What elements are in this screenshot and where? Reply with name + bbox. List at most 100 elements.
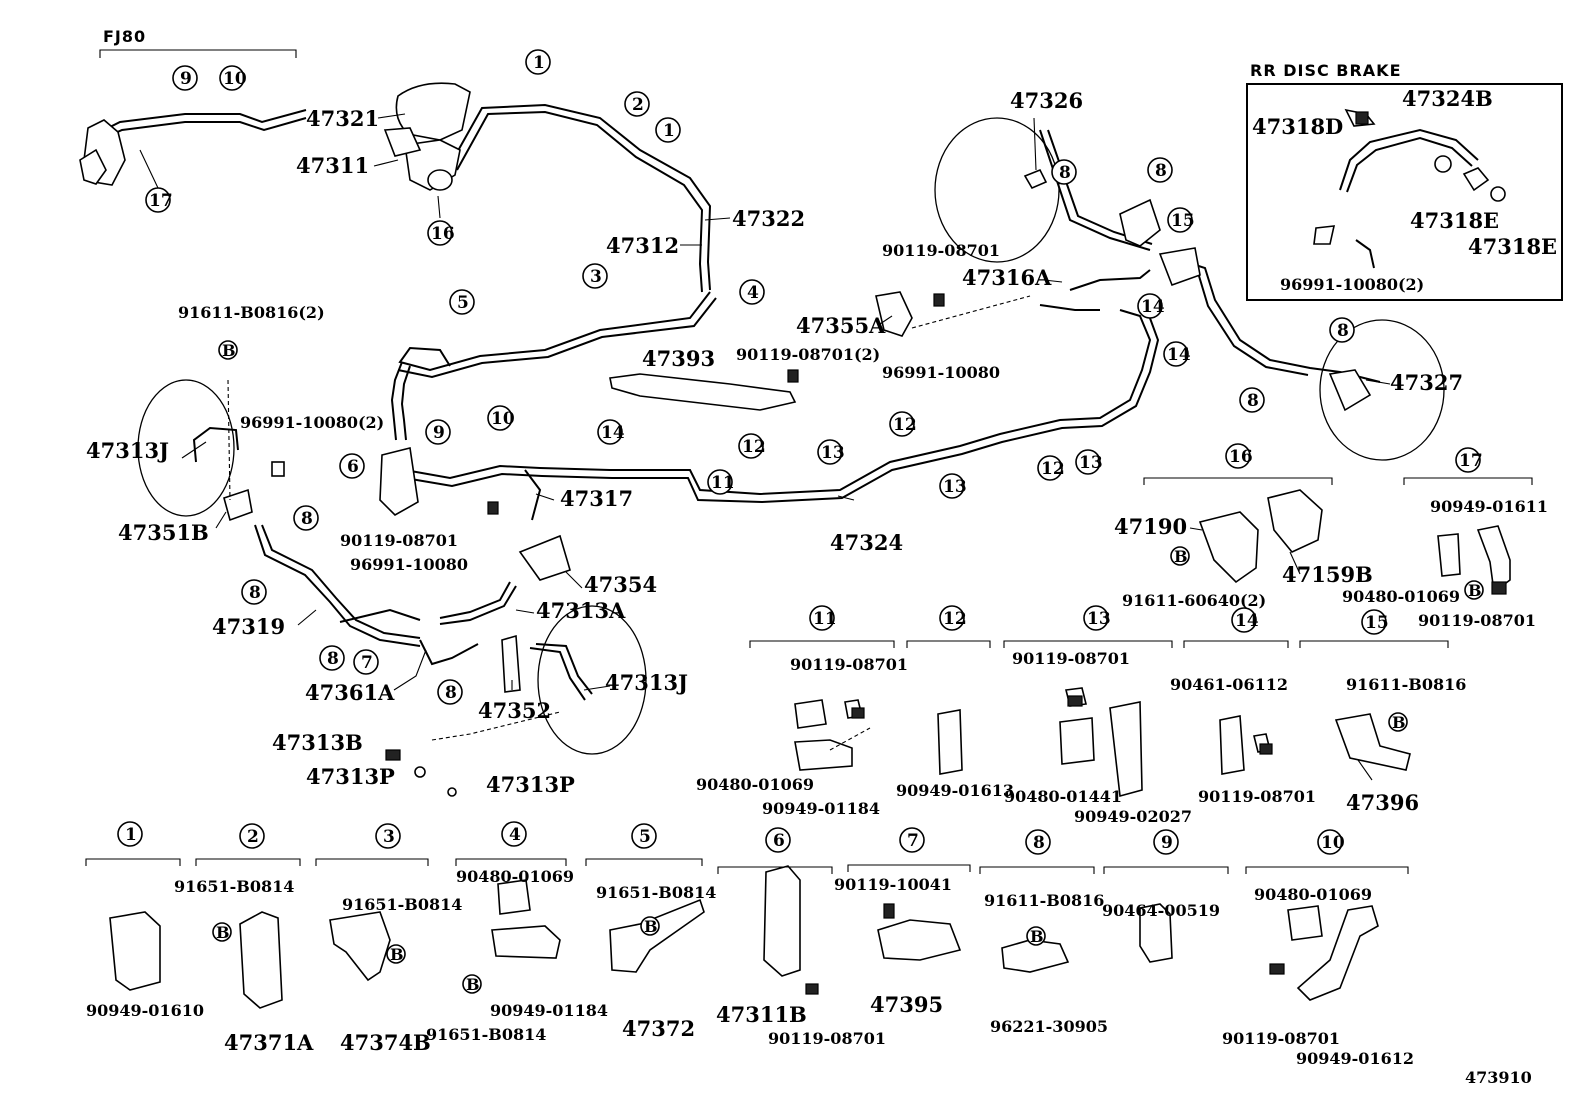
svg-text:6: 6 (773, 831, 785, 851)
svg-text:47371A: 47371A (224, 1030, 314, 1055)
svg-text:90949-01611: 90949-01611 (1430, 497, 1548, 516)
svg-text:5: 5 (639, 827, 651, 847)
svg-text:14: 14 (1235, 611, 1259, 631)
svg-text:47311B: 47311B (716, 1002, 807, 1027)
svg-text:47324: 47324 (830, 530, 903, 555)
svg-text:47313J: 47313J (605, 670, 688, 695)
svg-text:90480-01441: 90480-01441 (1004, 787, 1122, 806)
clamp-group-14 (1219, 715, 1271, 775)
svg-text:12: 12 (1041, 459, 1065, 479)
svg-text:1: 1 (533, 53, 545, 73)
svg-text:90480-01069: 90480-01069 (696, 775, 814, 794)
bracket-47354 (518, 534, 571, 581)
svg-text:90480-01069: 90480-01069 (456, 867, 574, 886)
clamp-4 (491, 879, 561, 959)
svg-text:47319: 47319 (212, 614, 285, 639)
svg-text:91611-B0816: 91611-B0816 (1346, 675, 1466, 694)
svg-text:47313A: 47313A (536, 598, 626, 623)
rr-disc-brake-frame (1246, 83, 1563, 301)
svg-text:90480-01069: 90480-01069 (1342, 587, 1460, 606)
svg-text:4: 4 (747, 283, 759, 303)
svg-text:90949-01612: 90949-01612 (1296, 1049, 1414, 1068)
svg-text:12: 12 (742, 437, 766, 457)
svg-text:47313P: 47313P (306, 764, 395, 789)
svg-text:90119-08701: 90119-08701 (1418, 611, 1536, 630)
rear-right-wheel-outline (1319, 319, 1445, 461)
svg-text:47190: 47190 (1114, 514, 1187, 539)
svg-text:8: 8 (1059, 163, 1071, 183)
svg-text:47395: 47395 (870, 992, 943, 1017)
svg-text:12: 12 (943, 609, 967, 629)
svg-text:96991-10080: 96991-10080 (882, 363, 1000, 382)
svg-text:47313B: 47313B (272, 730, 363, 755)
svg-text:47316A: 47316A (962, 265, 1052, 290)
clamp-9 (1139, 903, 1173, 963)
svg-text:8: 8 (1155, 161, 1167, 181)
svg-text:47321: 47321 (306, 106, 379, 131)
svg-text:10: 10 (491, 409, 515, 429)
svg-text:96991-10080(2): 96991-10080(2) (1280, 275, 1424, 294)
svg-text:90119-08701: 90119-08701 (790, 655, 908, 674)
bracket-47327 (1328, 369, 1372, 412)
svg-text:90119-08701: 90119-08701 (1222, 1029, 1340, 1048)
svg-text:91651-B0814: 91651-B0814 (426, 1025, 546, 1044)
bolt-b-mark (1170, 546, 1190, 566)
svg-text:B: B (466, 975, 480, 994)
svg-text:B: B (1468, 581, 1482, 600)
svg-text:17: 17 (149, 191, 173, 211)
bolt-b-mark (462, 974, 482, 994)
reference-code: 473910 (1465, 1068, 1532, 1087)
clamp-17-cushion (1437, 533, 1461, 577)
svg-text:90480-01069: 90480-01069 (1254, 885, 1372, 904)
valve-47190 (1198, 511, 1259, 584)
svg-text:47374B: 47374B (340, 1030, 431, 1055)
svg-text:13: 13 (821, 443, 845, 463)
bolts (385, 111, 1507, 995)
svg-text:90119-08701: 90119-08701 (768, 1029, 886, 1048)
svg-text:B: B (1174, 547, 1188, 566)
part-number-labels: 47321 47311 47322 47312 47393 47326 4731… (86, 86, 1557, 1055)
svg-text:14: 14 (1167, 345, 1191, 365)
svg-text:7: 7 (361, 653, 373, 673)
svg-text:90119-08701: 90119-08701 (882, 241, 1000, 260)
svg-text:10: 10 (223, 69, 247, 89)
hose-47313J-left (192, 426, 239, 463)
svg-text:8: 8 (445, 683, 457, 703)
small-part-number-labels: 91611-B0816(2) 96991-10080(2) 90119-0870… (86, 241, 1548, 1068)
svg-text:B: B (216, 923, 230, 942)
svg-text:12: 12 (893, 415, 917, 435)
svg-text:90461-06112: 90461-06112 (1170, 675, 1288, 694)
bracket-47351B (223, 488, 253, 522)
svg-text:3: 3 (383, 827, 395, 847)
svg-text:47318E: 47318E (1410, 208, 1499, 233)
svg-text:8: 8 (327, 649, 339, 669)
svg-text:8: 8 (249, 583, 261, 603)
shield-47393 (609, 373, 797, 411)
svg-text:47352: 47352 (478, 698, 551, 723)
svg-text:13: 13 (1079, 453, 1103, 473)
clamp-1 (109, 911, 161, 991)
svg-text:11: 11 (813, 609, 837, 629)
svg-text:47354: 47354 (584, 572, 657, 597)
svg-text:47313J: 47313J (86, 438, 169, 463)
svg-text:91651-B0814: 91651-B0814 (342, 895, 462, 914)
clamp-47311B (763, 865, 801, 977)
svg-text:47317: 47317 (560, 486, 633, 511)
svg-text:1: 1 (663, 121, 675, 141)
svg-text:90464-00519: 90464-00519 (1102, 901, 1220, 920)
svg-text:B: B (1392, 713, 1406, 732)
master-cylinder-assembly (383, 82, 471, 191)
svg-text:7: 7 (907, 831, 919, 851)
union-15 (1158, 247, 1201, 287)
svg-text:91611-B0816: 91611-B0816 (984, 891, 1104, 910)
bracket-47355A (875, 291, 913, 337)
svg-text:14: 14 (601, 423, 625, 443)
group-brackets (85, 477, 1533, 874)
svg-text:10: 10 (1321, 833, 1345, 853)
svg-text:2: 2 (247, 827, 259, 847)
svg-text:4: 4 (509, 825, 521, 845)
bolt-b-mark (386, 944, 406, 964)
fj80-header: FJ80 (103, 27, 146, 46)
svg-text:9: 9 (433, 423, 445, 443)
